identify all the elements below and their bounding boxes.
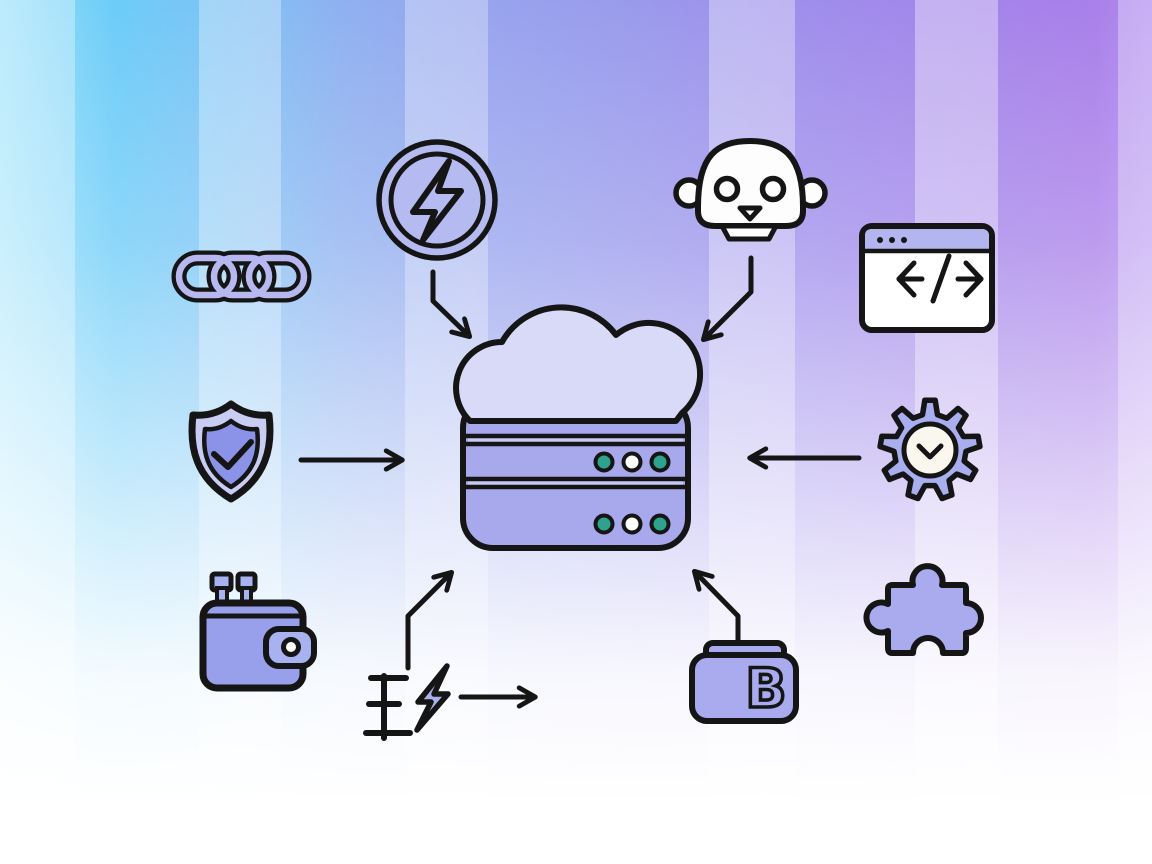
puzzle-piece-icon bbox=[863, 563, 984, 656]
arrow-bridge-to-cloud bbox=[696, 573, 741, 649]
gear-icon bbox=[877, 397, 983, 502]
server-dot-white bbox=[621, 451, 643, 473]
arrow-bot-to-cloud bbox=[705, 255, 754, 338]
robot-eye bbox=[713, 175, 741, 203]
b-box-icon: B bbox=[689, 640, 799, 724]
code-window-icon bbox=[859, 223, 995, 333]
bolt bbox=[414, 663, 451, 733]
cloud-server-icon bbox=[453, 304, 704, 551]
arrow-energy-to-cloud bbox=[430, 269, 468, 335]
server-dot-white bbox=[621, 513, 643, 535]
server-dot-teal bbox=[649, 451, 671, 473]
robot-head bbox=[695, 137, 806, 229]
lightning-circle-icon bbox=[376, 139, 498, 261]
robot-eye bbox=[759, 175, 787, 203]
window-header bbox=[865, 229, 989, 249]
robot-chin bbox=[719, 223, 779, 242]
chain-link-icon bbox=[171, 250, 312, 303]
cloud-icon bbox=[453, 304, 704, 424]
shield-check-icon bbox=[188, 400, 274, 503]
power-lines-bolt-icon bbox=[363, 663, 451, 741]
wallet-icon bbox=[199, 571, 317, 692]
bridge-label: B bbox=[745, 657, 786, 720]
arrow-power-to-cloud bbox=[405, 574, 450, 671]
robot-mouth bbox=[737, 205, 763, 222]
server-dot-teal bbox=[593, 513, 615, 535]
code-glyph bbox=[896, 253, 984, 304]
server-dot-teal bbox=[649, 513, 671, 535]
robot-icon bbox=[673, 137, 828, 242]
server-dot-teal bbox=[593, 451, 615, 473]
